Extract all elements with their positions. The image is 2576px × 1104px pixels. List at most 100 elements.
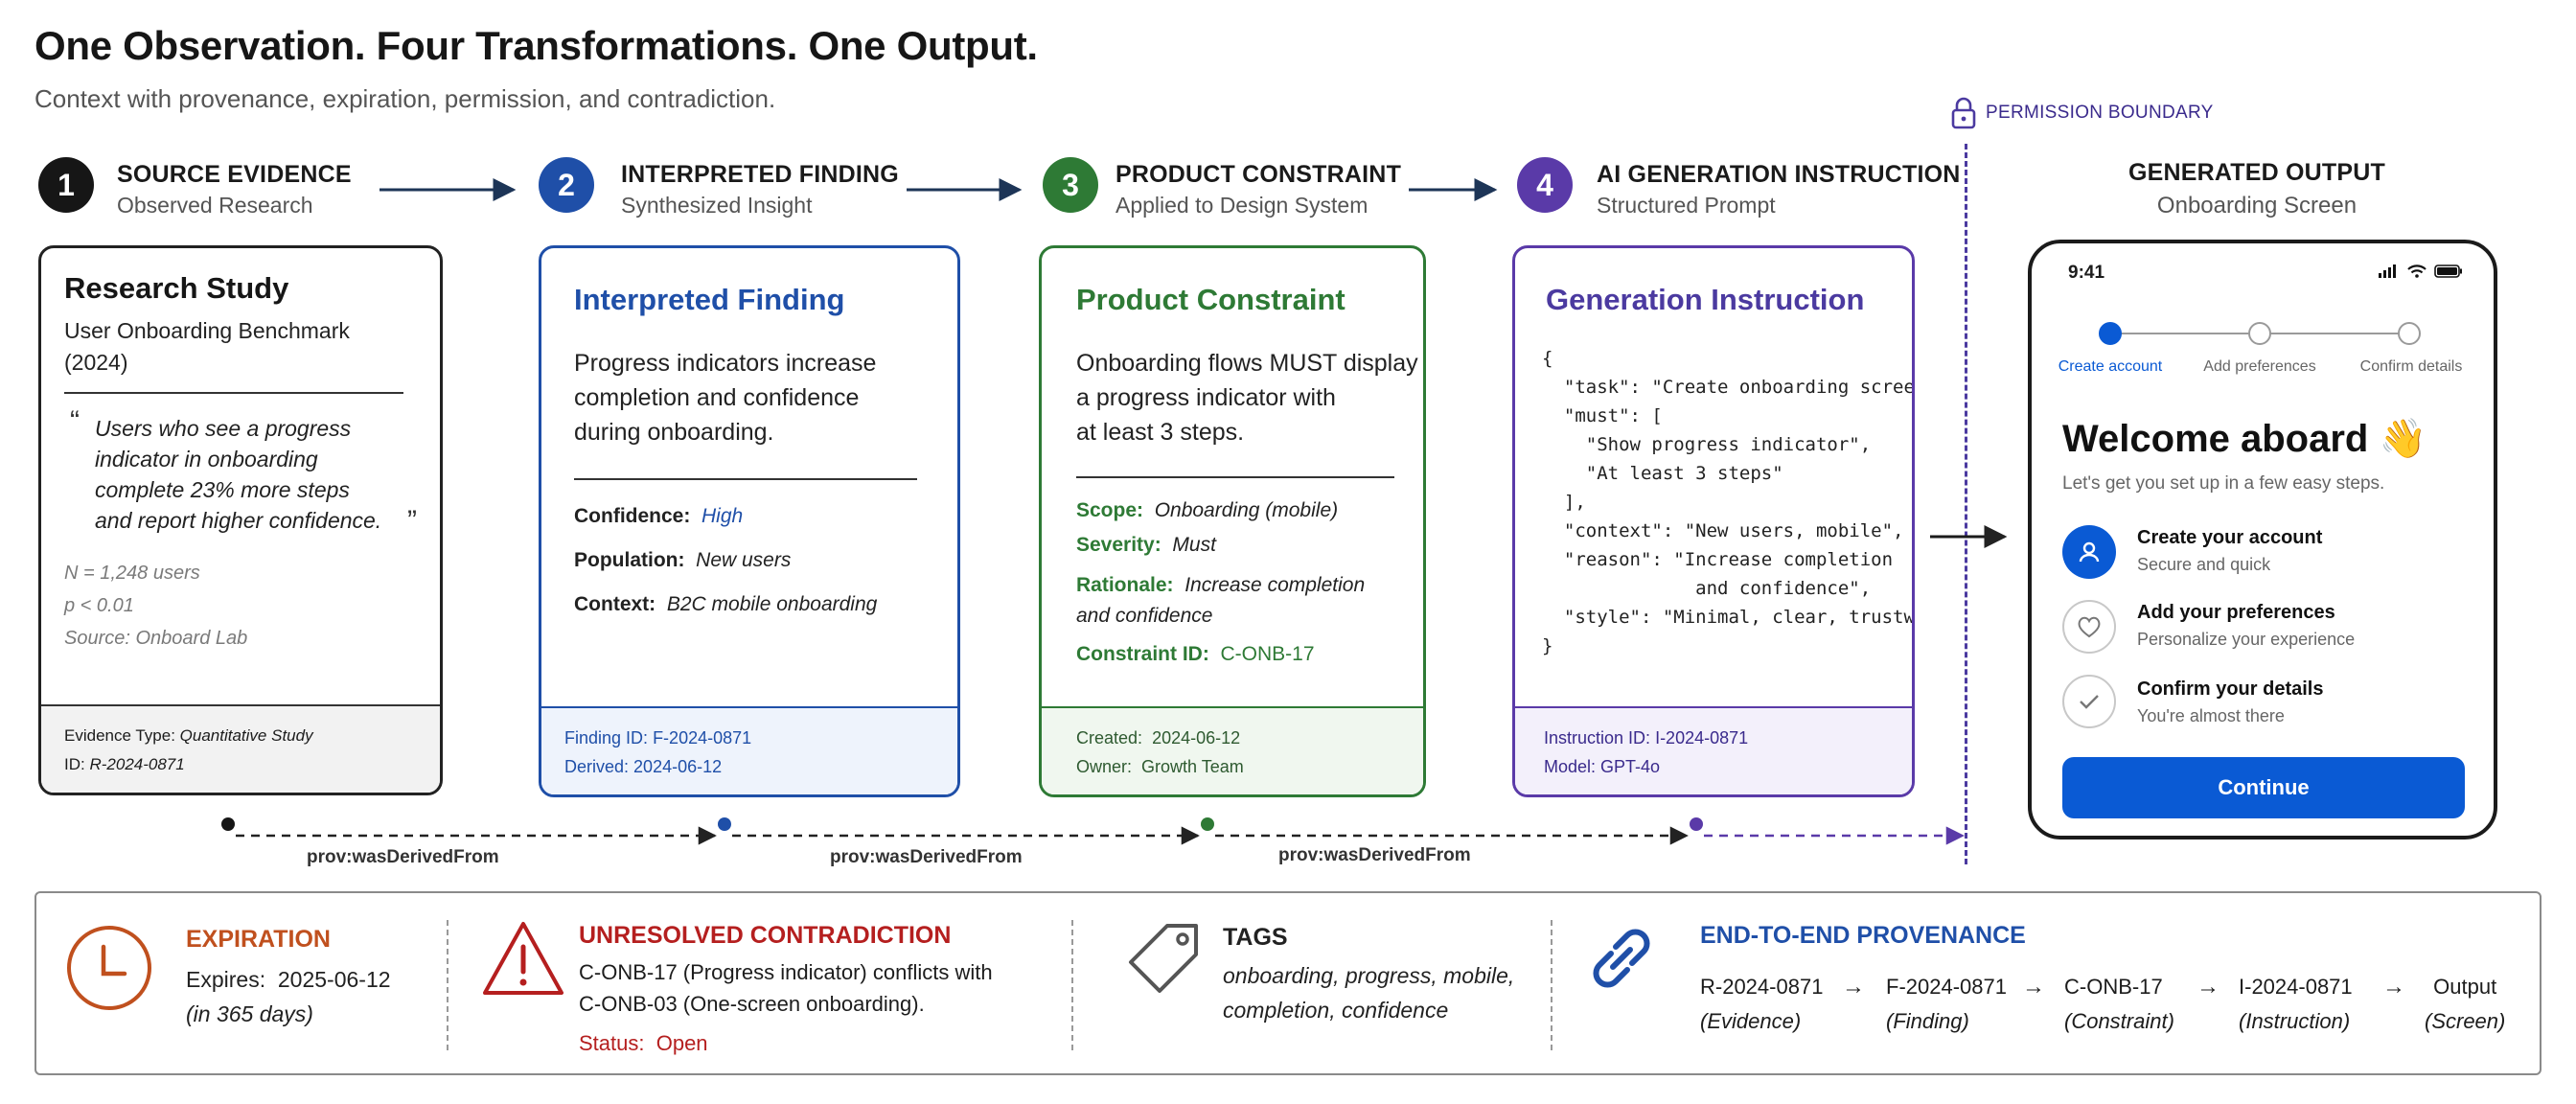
link-icon: [1593, 929, 1650, 988]
confirm-step-icon: [2062, 675, 2116, 728]
tags-line: completion, confidence: [1223, 998, 1449, 1023]
instruction-card-footer: Instruction ID: I-2024-0871 Model: GPT-4…: [1515, 706, 1912, 794]
instruction-id-label: Instruction ID:: [1544, 728, 1651, 748]
prov-link-1: prov:wasDerivedFrom: [307, 847, 499, 867]
rationale-label: Rationale:: [1076, 574, 1174, 596]
evidence-id-label: ID:: [64, 755, 85, 773]
stepper-dot-2[interactable]: [2248, 322, 2271, 345]
chain-id: R-2024-0871: [1700, 975, 1824, 999]
evidence-type-label: Evidence Type:: [64, 726, 175, 745]
panel-divider: [1551, 920, 1552, 1050]
warning-icon: [483, 922, 564, 995]
user-icon: [2079, 541, 2100, 563]
json-line: "At least 3 steps": [1542, 463, 1783, 484]
output-title: GENERATED OUTPUT: [2128, 159, 2386, 186]
step-3-subtitle: Applied to Design System: [1116, 193, 1368, 218]
list-item-confirm[interactable]: Confirm your details You're almost there: [2137, 678, 2323, 726]
model-label: Model:: [1544, 757, 1597, 776]
signal-icon: [2379, 264, 2396, 278]
chain-kind: (Evidence): [1700, 1009, 1802, 1033]
instruction-json: { "task": "Create onboarding screen", "m…: [1542, 344, 1915, 660]
expires-value: 2025-06-12: [277, 967, 391, 992]
created-label: Created:: [1076, 728, 1143, 748]
finding-body: Progress indicators increase completion …: [574, 346, 876, 449]
created-value: 2024-06-12: [1152, 728, 1241, 748]
confidence-value: High: [702, 505, 744, 527]
evidence-quote-line: Users who see a progress: [95, 416, 352, 441]
step-4-badge: 4: [1517, 157, 1573, 213]
prov-link-2: prov:wasDerivedFrom: [830, 847, 1023, 867]
instruction-card-title: Generation Instruction: [1546, 283, 1865, 316]
json-line: "task": "Create onboarding screen",: [1542, 377, 1915, 398]
list-item-subtitle: Personalize your experience: [2137, 630, 2356, 649]
list-item-preferences[interactable]: Add your preferences Personalize your ex…: [2137, 602, 2355, 650]
json-line: }: [1542, 635, 1553, 656]
constraint-id: Constraint ID: C-ONB-17: [1076, 643, 1315, 666]
finding-card-footer: Finding ID: F-2024-0871 Derived: 2024-06…: [541, 706, 957, 794]
chain-output: Output (Screen): [2425, 970, 2505, 1039]
evidence-card: Research Study User Onboarding Benchmark…: [38, 245, 443, 795]
status-icons: [2379, 264, 2463, 278]
context-value: B2C mobile onboarding: [666, 593, 878, 615]
chain-id: I-2024-0871: [2239, 975, 2353, 999]
evidence-stats: N = 1,248 users p < 0.01 Source: Onboard…: [64, 557, 247, 655]
quote-close-mark: ”: [407, 505, 417, 537]
constraint-id-label: Constraint ID:: [1076, 643, 1209, 665]
chain-id: C-ONB-17: [2064, 975, 2163, 999]
rationale-value-line: and confidence: [1076, 605, 1213, 627]
owner-label: Owner:: [1076, 757, 1133, 776]
stepper-dot-3[interactable]: [2398, 322, 2421, 345]
output-subtitle: Onboarding Screen: [2156, 193, 2358, 218]
evidence-quote-line: complete 23% more steps: [95, 477, 350, 502]
stepper-label-1: Create account: [2058, 358, 2163, 375]
heart-icon: [2078, 616, 2101, 638]
tags-line: onboarding, progress, mobile,: [1223, 963, 1515, 988]
step-3-title: PRODUCT CONSTRAINT: [1116, 161, 1402, 188]
evidence-quote-line: and report higher confidence.: [95, 508, 382, 533]
chain-finding: F-2024-0871 (Finding): [1886, 970, 2007, 1039]
constraint-rationale: Rationale: Increase completion and confi…: [1076, 570, 1365, 632]
expires-remaining: (in 365 days): [186, 1001, 313, 1026]
provenance-title: END-TO-END PROVENANCE: [1700, 922, 2026, 949]
step-1-subtitle: Observed Research: [117, 193, 313, 218]
tags-title: TAGS: [1223, 924, 1288, 951]
json-line: {: [1542, 348, 1553, 369]
list-item-account[interactable]: Create your account Secure and quick: [2137, 527, 2322, 575]
constraint-body-line: at least 3 steps.: [1076, 419, 1245, 446]
constraint-body-line: Onboarding flows MUST display: [1076, 350, 1418, 377]
constraint-card: Product Constraint Onboarding flows MUST…: [1039, 245, 1426, 797]
constraint-severity: Severity: Must: [1076, 534, 1216, 557]
stepper-label-3: Confirm details: [2359, 358, 2463, 375]
quote-open-mark: “: [70, 405, 80, 437]
json-line: ],: [1542, 492, 1586, 513]
prov-link-3: prov:wasDerivedFrom: [1278, 845, 1471, 865]
status-value: Open: [656, 1031, 708, 1055]
welcome-intro: Let's get you set up in a few easy steps…: [2062, 473, 2385, 494]
evidence-divider: [64, 392, 403, 394]
finding-body-line: Progress indicators increase: [574, 350, 877, 377]
contradiction-line: C-ONB-03 (One-screen onboarding).: [579, 992, 925, 1016]
constraint-scope: Scope: Onboarding (mobile): [1076, 499, 1338, 522]
evidence-study-name: User Onboarding Benchmark: [64, 318, 350, 343]
output-header: GENERATED OUTPUT Onboarding Screen: [2041, 159, 2472, 219]
finding-id-label: Finding ID:: [564, 728, 649, 748]
population-value: New users: [696, 549, 792, 571]
instruction-id-value: I-2024-0871: [1655, 728, 1749, 748]
json-line: "context": "New users, mobile",: [1542, 520, 1904, 541]
contradiction-line: C-ONB-17 (Progress indicator) conflicts …: [579, 960, 993, 984]
stepper-dot-1[interactable]: [2099, 322, 2122, 345]
chain-id: Output: [2433, 975, 2497, 999]
phone-mockup: 9:41 Create account Add preferences Conf…: [2028, 240, 2497, 840]
continue-button[interactable]: Continue: [2062, 757, 2465, 818]
model-value: GPT-4o: [1600, 757, 1661, 776]
page-subtitle: Context with provenance, expiration, per…: [34, 84, 776, 113]
scope-label: Scope:: [1076, 499, 1144, 521]
constraint-card-title: Product Constraint: [1076, 283, 1346, 316]
step-1-badge: 1: [38, 157, 94, 213]
panel-divider: [447, 920, 448, 1050]
evidence-card-title: Research Study: [64, 271, 289, 305]
severity-label: Severity:: [1076, 534, 1162, 556]
chain-arrow-icon: →: [2196, 974, 2220, 1000]
tag-icon: [1129, 924, 1198, 993]
